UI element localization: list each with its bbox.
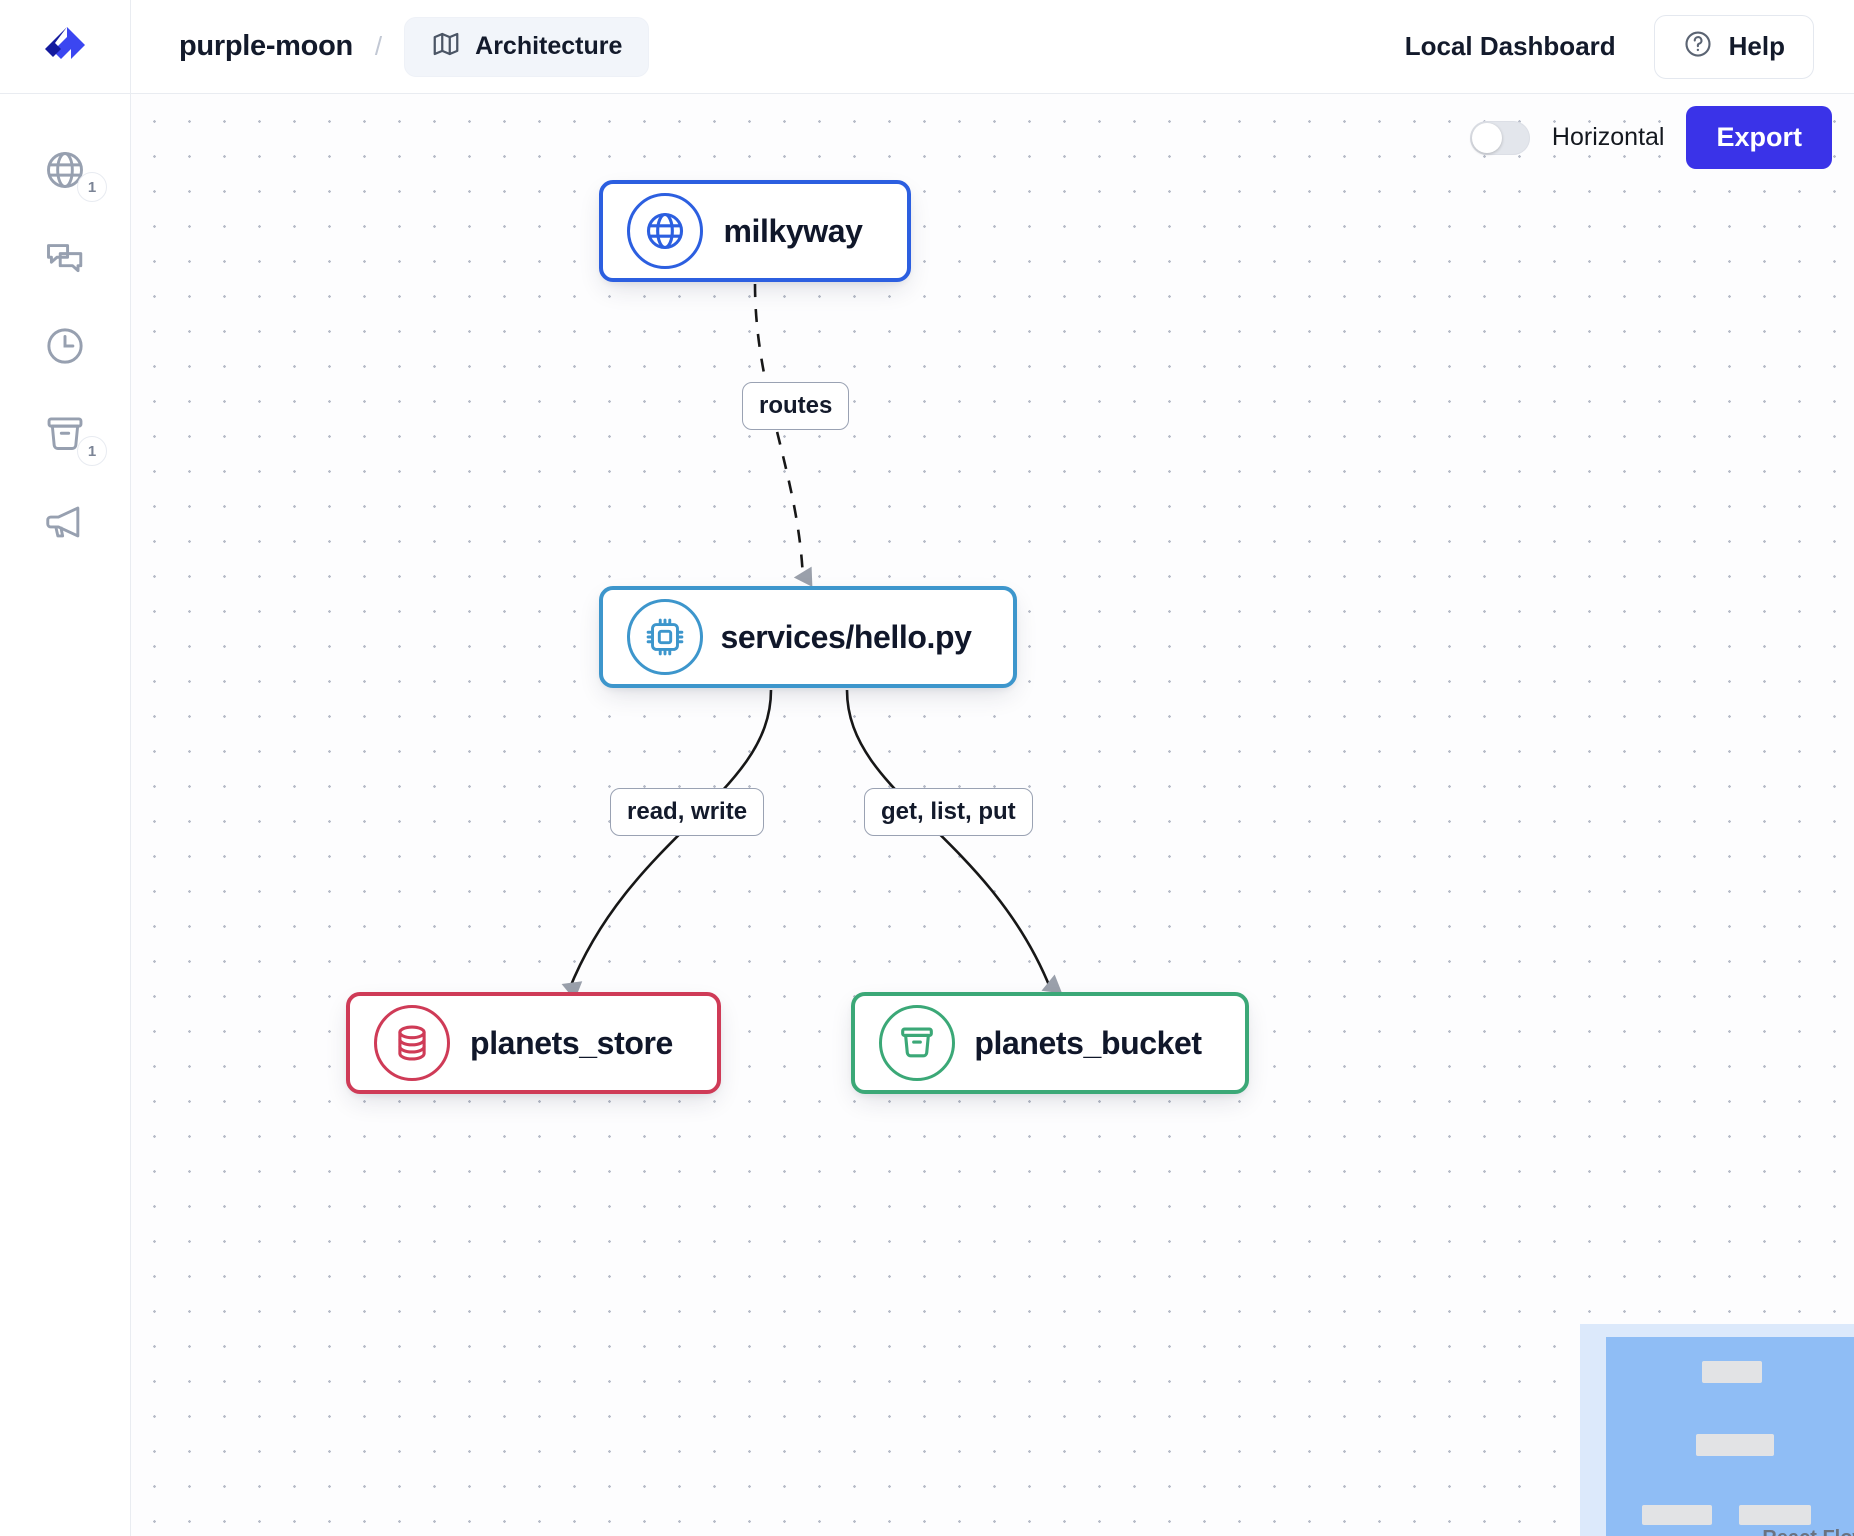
- toggle-knob: [1471, 122, 1502, 153]
- minimap-node: [1739, 1505, 1811, 1525]
- export-button[interactable]: Export: [1686, 106, 1832, 169]
- node-service[interactable]: services/hello.py: [599, 586, 1017, 688]
- react-flow-attribution[interactable]: React Flow: [1762, 1527, 1854, 1536]
- bucket-icon: [901, 1027, 933, 1058]
- minimap[interactable]: React Flow: [1580, 1324, 1854, 1536]
- clock-icon: [47, 328, 83, 364]
- sidebar-badge-globe: 1: [77, 172, 107, 202]
- node-service-icon-wrap: [627, 599, 703, 675]
- map-icon: [431, 29, 461, 64]
- edge-label-read-write[interactable]: read, write: [610, 788, 765, 836]
- header-actions: Local Dashboard Help: [1404, 14, 1854, 79]
- chat-icon: [47, 244, 83, 273]
- node-service-label: services/hello.py: [720, 618, 972, 655]
- node-milkyway-label: milkyway: [723, 212, 863, 249]
- sidebar-item-globe[interactable]: 1: [25, 146, 107, 202]
- minimap-node: [1642, 1505, 1712, 1525]
- question-circle-icon: [1683, 29, 1713, 64]
- database-icon: [398, 1025, 426, 1061]
- node-bucket-label: planets_bucket: [974, 1024, 1202, 1061]
- local-dashboard-link[interactable]: Local Dashboard: [1404, 31, 1616, 61]
- edge-read-write[interactable]: [561, 689, 773, 1001]
- architecture-canvas[interactable]: milkyway services/hello.py: [131, 94, 1854, 1536]
- help-button-label: Help: [1728, 31, 1785, 61]
- sidebar-item-chat[interactable]: [25, 234, 105, 282]
- top-header: purple-moon / Architecture Local Dashboa…: [0, 0, 1854, 94]
- breadcrumb-project[interactable]: purple-moon: [179, 30, 353, 62]
- node-milkyway[interactable]: milkyway: [599, 180, 911, 282]
- cpu-chip-icon: [646, 618, 684, 656]
- bucket-icon: [47, 417, 83, 450]
- canvas-controls-panel: Horizontal Export: [1469, 106, 1832, 169]
- minimap-viewport-mask: [1606, 1337, 1854, 1536]
- minimap-node: [1696, 1434, 1774, 1456]
- node-milkyway-icon-wrap: [627, 193, 703, 269]
- globe-icon: [47, 152, 83, 188]
- edge-label-routes[interactable]: routes: [742, 382, 850, 430]
- app-logo[interactable]: [0, 0, 131, 94]
- breadcrumb-separator: /: [374, 31, 383, 61]
- sidebar-item-clock[interactable]: [25, 322, 105, 370]
- edge-get-list-put[interactable]: [845, 689, 1063, 994]
- node-bucket[interactable]: planets_bucket: [851, 992, 1249, 1094]
- node-bucket-icon-wrap: [879, 1005, 955, 1081]
- app-logo-icon: [45, 27, 85, 59]
- horizontal-toggle-label: Horizontal: [1551, 123, 1665, 151]
- sidebar-badge-bucket: 1: [77, 436, 107, 466]
- left-sidebar: 1 1: [0, 94, 131, 1536]
- megaphone-icon: [46, 506, 80, 538]
- tab-architecture-label: Architecture: [475, 32, 623, 60]
- sidebar-item-bucket[interactable]: 1: [25, 410, 107, 466]
- node-store-label: planets_store: [470, 1024, 673, 1061]
- sidebar-item-megaphone[interactable]: [25, 498, 105, 546]
- edge-label-get-list-put[interactable]: get, list, put: [864, 788, 1033, 836]
- help-button[interactable]: Help: [1653, 14, 1814, 79]
- node-store-icon-wrap: [374, 1005, 450, 1081]
- edge-routes[interactable]: [753, 283, 813, 587]
- globe-icon: [646, 212, 684, 250]
- minimap-node: [1702, 1361, 1762, 1383]
- node-store[interactable]: planets_store: [346, 992, 721, 1094]
- horizontal-layout-toggle[interactable]: [1469, 120, 1530, 155]
- tab-architecture[interactable]: Architecture: [404, 16, 650, 77]
